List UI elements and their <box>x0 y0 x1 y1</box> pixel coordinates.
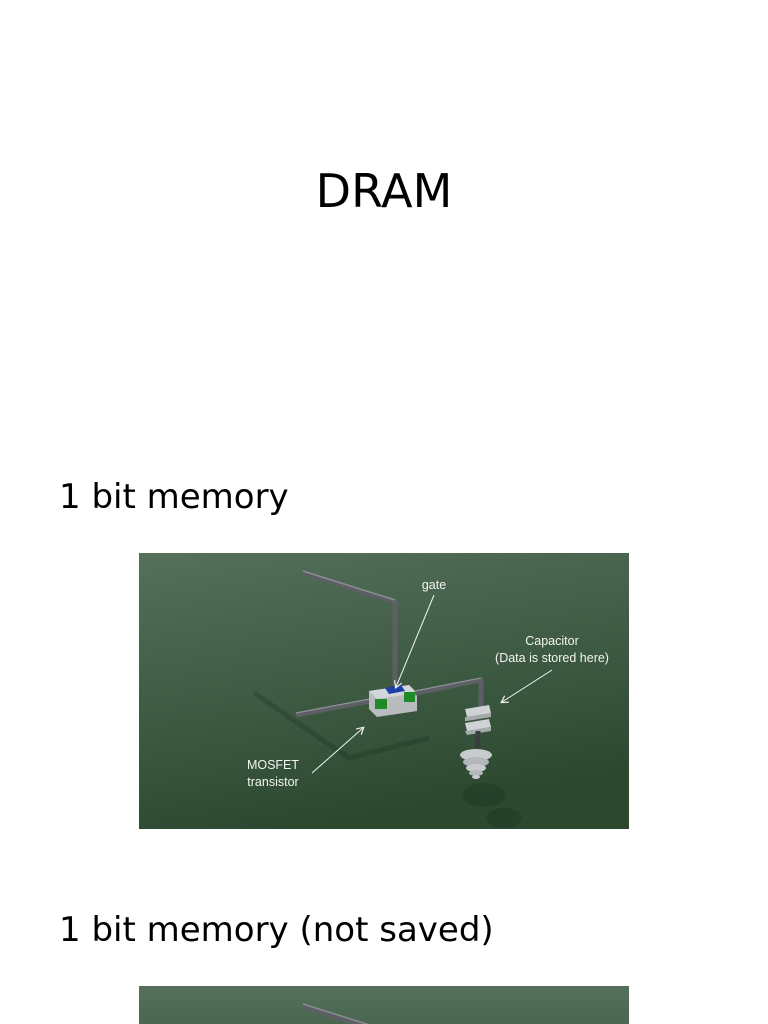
capacitor-arrow <box>502 669 553 702</box>
capacitor <box>465 705 491 751</box>
mosfet-arrow <box>311 728 363 774</box>
capacitor-label-line1: Capacitor <box>525 634 579 648</box>
dram-cell-diagram: gate Capacitor (Data is stored here) MOS… <box>139 553 629 829</box>
source-contact <box>375 699 387 709</box>
dram-cell-diagram-not-saved <box>139 986 629 1024</box>
word-line <box>302 1003 369 1024</box>
section-heading-1-bit-memory-not-saved: 1 bit memory (not saved) <box>59 910 494 950</box>
drain-contact <box>404 692 415 702</box>
bit-line <box>295 697 376 718</box>
capacitor-label-line2: (Data is stored here) <box>495 651 609 665</box>
dram-cell-illustration-partial <box>139 986 629 1024</box>
gate-label: gate <box>422 578 446 592</box>
word-line <box>302 570 398 685</box>
storage-node-line <box>414 677 484 707</box>
mosfet-label-line2: transistor <box>247 775 298 789</box>
ground-icon <box>460 749 492 779</box>
mosfet-label-line1: MOSFET <box>247 758 299 772</box>
figure-background <box>139 986 629 1024</box>
section-heading-1-bit-memory: 1 bit memory <box>59 477 289 517</box>
mosfet-transistor <box>369 685 417 717</box>
dram-cell-illustration: gate Capacitor (Data is stored here) MOS… <box>139 553 629 829</box>
slide-title: DRAM <box>315 164 453 218</box>
wire-shadows <box>252 690 522 828</box>
annotation-arrows <box>311 594 553 774</box>
gate-arrow <box>396 594 435 687</box>
